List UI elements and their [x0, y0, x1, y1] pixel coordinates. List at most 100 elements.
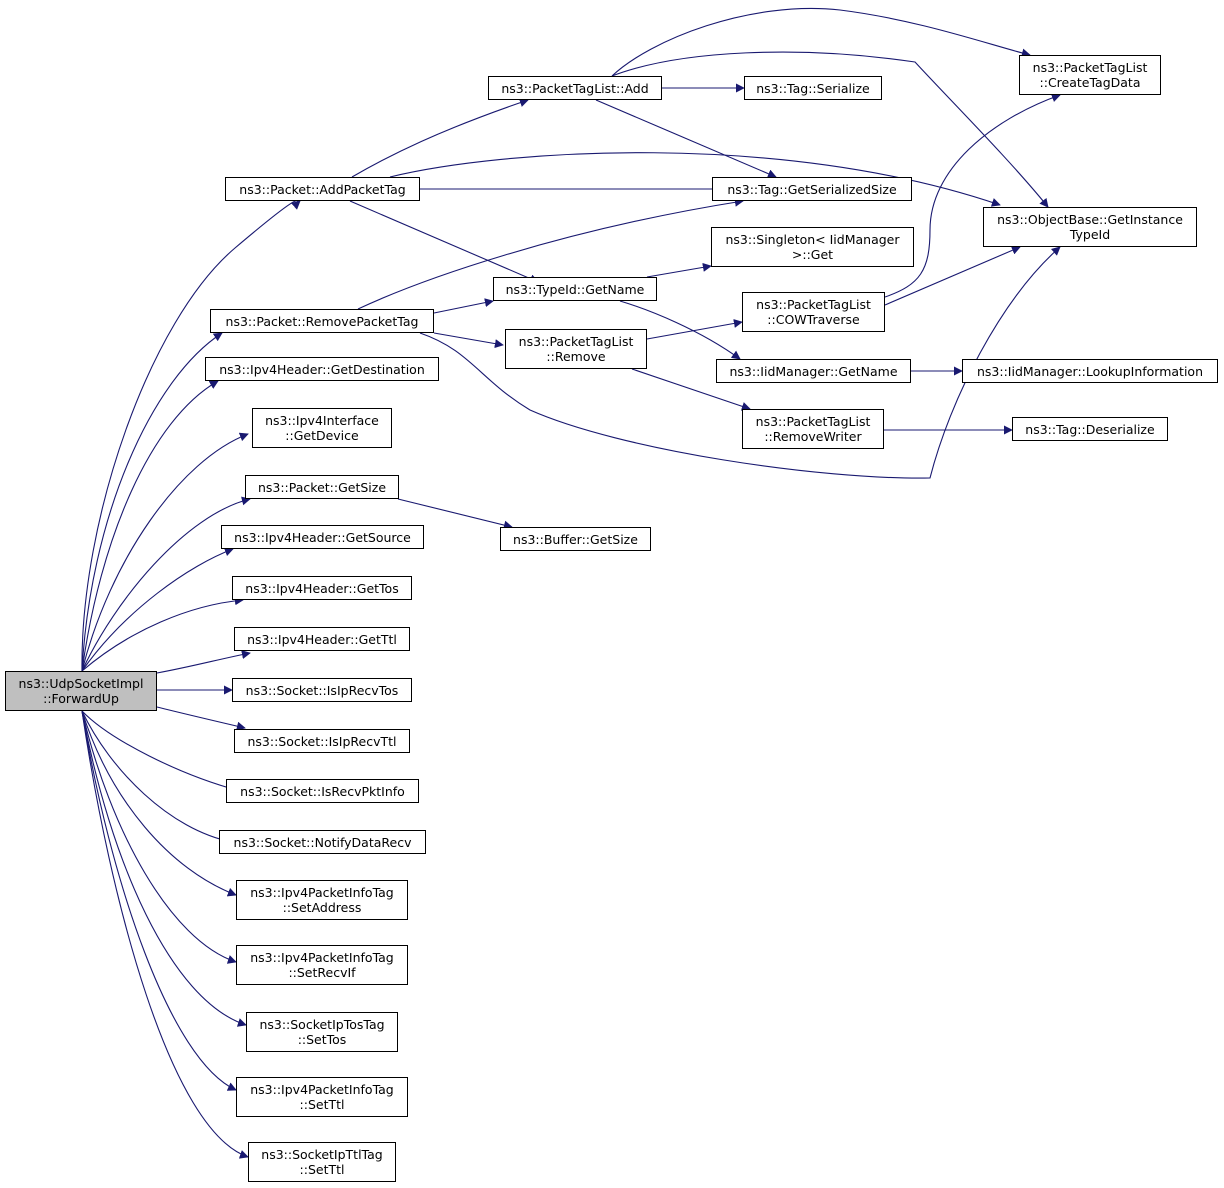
node-label: ::Remove [546, 349, 606, 364]
node-label: ::GetDevice [285, 428, 359, 443]
node-label: ns3::Tag::Deserialize [1025, 421, 1155, 437]
node-label: ns3::Tag::Serialize [756, 80, 870, 96]
call-edge [351, 98, 529, 178]
node-label: ns3::Packet::RemovePacketTag [225, 313, 419, 329]
node-label: ns3::Ipv4PacketInfoTag [250, 1082, 394, 1097]
node-label: ns3::Ipv4Header::GetDestination [219, 361, 425, 377]
node-ipv4-packet-info-tag-set-recv-if[interactable]: ns3::Ipv4PacketInfoTag ::SetRecvIf [236, 945, 408, 985]
call-edge [81, 432, 249, 672]
node-ipv4-packet-info-tag-set-address[interactable]: ns3::Ipv4PacketInfoTag ::SetAddress [236, 880, 408, 920]
node-label: ns3::Socket::IsIpRecvTos [245, 682, 399, 698]
node-label: ns3::PacketTagList [755, 414, 871, 429]
node-buffer-get-size[interactable]: ns3::Buffer::GetSize [500, 527, 651, 551]
call-edge [81, 596, 244, 672]
call-edge [419, 246, 1061, 479]
node-label: ::RemoveWriter [764, 429, 862, 444]
node-ipv4-header-get-tos[interactable]: ns3::Ipv4Header::GetTos [232, 576, 412, 600]
node-ipv4-header-get-destination[interactable]: ns3::Ipv4Header::GetDestination [205, 357, 439, 381]
node-label: ns3::Socket::NotifyDataRecv [233, 834, 412, 850]
call-edge [349, 200, 539, 283]
node-packet-tag-list-remove-writer[interactable]: ns3::PacketTagList ::RemoveWriter [742, 409, 884, 449]
node-tag-serialize[interactable]: ns3::Tag::Serialize [744, 76, 882, 100]
node-label: ns3::Ipv4PacketInfoTag [250, 950, 394, 965]
call-edge [81, 710, 237, 897]
node-label: ns3::PacketTagList::Add [501, 80, 649, 96]
call-edge [81, 710, 237, 1091]
node-packet-remove-packet-tag[interactable]: ns3::Packet::RemovePacketTag [210, 309, 434, 333]
node-label: ::SetAddress [282, 900, 362, 915]
node-socket-is-recv-pkt-info[interactable]: ns3::Socket::IsRecvPktInfo [226, 779, 419, 803]
call-edge [433, 298, 494, 314]
node-ipv4-packet-info-tag-set-ttl[interactable]: ns3::Ipv4PacketInfoTag ::SetTtl [236, 1077, 408, 1117]
node-label: ns3::Ipv4Header::GetSource [234, 529, 411, 545]
call-edge [81, 710, 249, 1159]
node-label: ::SetTtl [299, 1162, 345, 1177]
node-label: ns3::IidManager::GetName [729, 363, 898, 379]
node-label: ns3::TypeId::GetName [505, 281, 645, 297]
node-label: ns3::Packet::GetSize [257, 479, 387, 495]
node-label: ns3::SocketIpTtlTag [261, 1147, 383, 1162]
node-label: ns3::Ipv4Interface [265, 413, 379, 428]
node-label: ::SetTos [297, 1032, 347, 1047]
node-label: >::Get [791, 247, 834, 262]
node-label: ns3::Ipv4Header::GetTtl [247, 631, 397, 647]
node-label: ns3::PacketTagList [756, 297, 871, 312]
call-edge [81, 547, 234, 672]
node-label: ns3::UdpSocketImpl [18, 676, 144, 691]
node-ipv4-header-get-source[interactable]: ns3::Ipv4Header::GetSource [221, 525, 424, 549]
node-ipv4-interface-get-device[interactable]: ns3::Ipv4Interface ::GetDevice [252, 408, 392, 448]
node-label: ns3::SocketIpTosTag [259, 1017, 385, 1032]
call-edge [81, 710, 241, 794]
call-edge [884, 246, 1021, 306]
node-iid-manager-lookup-information[interactable]: ns3::IidManager::LookupInformation [962, 359, 1218, 383]
node-label: ns3::Packet::AddPacketTag [239, 181, 406, 197]
call-edge [81, 710, 233, 845]
node-label: ns3::PacketTagList [1032, 60, 1148, 75]
node-label: ns3::Socket::IsIpRecvTtl [247, 733, 397, 749]
call-edge [81, 710, 247, 1027]
node-label: ns3::Buffer::GetSize [513, 531, 638, 547]
node-packet-tag-list-create-tag-data[interactable]: ns3::PacketTagList ::CreateTagData [1019, 55, 1161, 95]
call-edge [81, 496, 251, 672]
node-packet-tag-list-cow-traverse[interactable]: ns3::PacketTagList ::COWTraverse [742, 292, 885, 332]
node-udp-socket-impl-forward-up: ns3::UdpSocketImpl ::ForwardUp [5, 671, 157, 711]
node-label: ::SetTtl [299, 1097, 345, 1112]
node-label: TypeId [1069, 227, 1111, 242]
call-edge [357, 197, 744, 310]
node-label: ::ForwardUp [43, 691, 119, 706]
node-socket-ip-tos-tag-set-tos[interactable]: ns3::SocketIpTosTag ::SetTos [246, 1012, 398, 1052]
node-iid-manager-get-name[interactable]: ns3::IidManager::GetName [716, 359, 911, 383]
call-edge [611, 7, 1031, 77]
node-socket-is-ip-recv-ttl[interactable]: ns3::Socket::IsIpRecvTtl [234, 729, 410, 753]
node-socket-notify-data-recv[interactable]: ns3::Socket::NotifyDataRecv [219, 830, 426, 854]
call-edge [646, 262, 712, 278]
node-packet-get-size[interactable]: ns3::Packet::GetSize [245, 475, 399, 499]
node-label: ns3::Ipv4PacketInfoTag [250, 885, 394, 900]
call-edge [81, 380, 219, 672]
node-tag-deserialize[interactable]: ns3::Tag::Deserialize [1012, 417, 1168, 441]
call-edge [595, 99, 777, 178]
node-label: ns3::Singleton< IidManager [725, 232, 900, 247]
node-label: ::SetRecvIf [288, 965, 356, 980]
node-label: ns3::Tag::GetSerializedSize [727, 181, 897, 197]
node-tag-get-serialized-size[interactable]: ns3::Tag::GetSerializedSize [712, 177, 912, 201]
node-packet-tag-list-add[interactable]: ns3::PacketTagList::Add [488, 76, 662, 100]
call-edge [884, 93, 1061, 298]
call-edge [611, 51, 1049, 208]
node-label: ns3::ObjectBase::GetInstance [997, 212, 1183, 227]
node-singleton-iid-manager-get[interactable]: ns3::Singleton< IidManager >::Get [711, 227, 914, 267]
node-socket-is-ip-recv-tos[interactable]: ns3::Socket::IsIpRecvTos [232, 678, 412, 702]
call-edge [156, 706, 246, 731]
node-ipv4-header-get-ttl[interactable]: ns3::Ipv4Header::GetTtl [234, 627, 410, 651]
node-label: ::CreateTagData [1039, 75, 1141, 90]
node-object-base-get-instance-typeid[interactable]: ns3::ObjectBase::GetInstance TypeId [983, 207, 1197, 247]
call-edge [646, 318, 743, 340]
node-socket-ip-ttl-tag-set-ttl[interactable]: ns3::SocketIpTtlTag ::SetTtl [248, 1142, 396, 1182]
node-label: ns3::PacketTagList [518, 334, 634, 349]
node-label: ::COWTraverse [767, 312, 860, 327]
node-packet-add-packet-tag[interactable]: ns3::Packet::AddPacketTag [225, 177, 420, 201]
node-typeid-get-name[interactable]: ns3::TypeId::GetName [493, 277, 657, 301]
call-edge [631, 368, 751, 411]
node-packet-tag-list-remove[interactable]: ns3::PacketTagList ::Remove [505, 329, 647, 369]
